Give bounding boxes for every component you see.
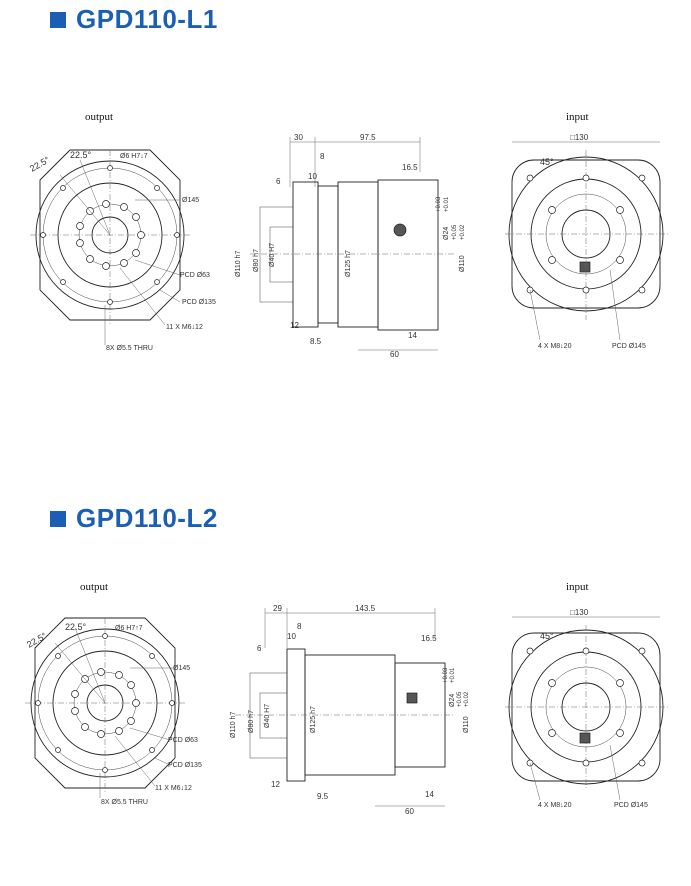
- dim-pcd63: PCD Ø63: [180, 272, 210, 279]
- dim-hole-top: Ø6 H7↑7: [115, 625, 143, 632]
- clamp-screw: [406, 692, 418, 704]
- dim-97-5: 97.5: [360, 133, 376, 142]
- dim-h125: Ø125 h7: [310, 706, 317, 733]
- dim-sq130: □130: [570, 133, 589, 142]
- dim-8: 8: [320, 152, 325, 161]
- dim-thru: 8X Ø5.5 THRU: [101, 799, 148, 806]
- dim-m8: 4 X M8↓20: [538, 343, 572, 350]
- dim-sq130: □130: [570, 608, 589, 617]
- dim-10: 10: [308, 172, 317, 181]
- angle-label-b: 22.5°: [65, 622, 87, 632]
- keyway: [579, 732, 591, 744]
- angle-label-a: 22.5°: [28, 154, 52, 173]
- dim-tapped: 11 X M6↓12: [166, 324, 203, 331]
- side-section-view: 30 97.5 8 10 6 16.5 Ø110 h7 Ø80 h7 Ø40 H…: [235, 133, 466, 359]
- output-shaft-flange: [292, 181, 319, 328]
- input-flange-view: □130 45° 4 X M8↓20 PCD Ø145: [505, 608, 668, 809]
- dim-30: 29: [273, 604, 282, 613]
- dim-hole-top: Ø6 H7↓7: [120, 153, 148, 160]
- angle-45: 45°: [540, 631, 554, 641]
- angle-label-b: 22.5°: [70, 150, 92, 160]
- dim-8-5: 9.5: [317, 792, 329, 801]
- input-view-label: input: [566, 111, 589, 123]
- thru-holes: [40, 165, 180, 305]
- keyway: [579, 261, 591, 273]
- output-spigot: [259, 206, 294, 303]
- output-bore: [269, 226, 294, 283]
- dim-pcd145: PCD Ø145: [614, 802, 648, 809]
- output-flange-view: 22.5° 22.5° Ø6 H7↓7 Ø145 PCD Ø63 PCD Ø13…: [28, 149, 216, 352]
- input-flange-view: □130 45° 4 X M8↓20 PCD Ø145: [505, 133, 668, 350]
- dim-60: 60: [405, 807, 414, 816]
- section-title-text: GPD110-L1: [76, 4, 218, 34]
- tol-002: +0.02: [464, 691, 470, 707]
- dim-10: 10: [287, 632, 296, 641]
- output-bore: [259, 692, 288, 739]
- tol-003: +0.03: [436, 196, 442, 212]
- output-flange-view: 22.5° 22.5° Ø6 H7↑7 Ø145 PCD Ø63 PCD Ø13…: [25, 617, 202, 806]
- dim-d110b: Ø110: [459, 255, 466, 272]
- output-view-label: output: [80, 581, 109, 593]
- dim-tapped: 11 X M6↓12: [155, 785, 192, 792]
- section-title-l1: GPD110-L1: [50, 4, 218, 35]
- title-square-icon: [50, 510, 66, 527]
- section-title-l2: GPD110-L2: [50, 503, 218, 534]
- dim-h80: Ø80 h7: [253, 249, 260, 272]
- dim-h40: Ø40 H7: [269, 243, 276, 267]
- dim-12: 12: [271, 780, 280, 789]
- dim-14: 14: [425, 790, 434, 799]
- housing: [337, 181, 379, 328]
- dim-8: 8: [297, 622, 302, 631]
- bolt-holes: [526, 174, 646, 294]
- dim-8-5: 8.5: [310, 337, 322, 346]
- thru-holes: [35, 633, 175, 773]
- dim-d24: Ø24: [443, 227, 450, 240]
- clamp-screw: [393, 223, 407, 237]
- flange-outline: [39, 149, 181, 321]
- dim-d110b: Ø110: [463, 716, 470, 733]
- dim-30: 30: [294, 133, 303, 142]
- dim-h110: Ø110 h7: [230, 712, 237, 738]
- dim-d24: Ø24: [449, 694, 456, 707]
- side-section-view: 29 143.5 8 10 6 16.5 Ø110 h7 Ø80 h7 Ø40 …: [230, 604, 470, 816]
- dim-14: 14: [408, 331, 417, 340]
- section-title-text: GPD110-L2: [76, 503, 218, 533]
- dim-h40: Ø40 H7: [264, 704, 271, 728]
- tol-002: +0.02: [460, 224, 466, 240]
- tol-003: +0.03: [443, 667, 449, 683]
- dim-pcd135: PCD Ø135: [168, 762, 202, 769]
- tol-005: +0.05: [452, 224, 458, 240]
- dim-thru: 8X Ø5.5 THRU: [106, 345, 153, 352]
- dim-h80: Ø80 h7: [248, 710, 255, 733]
- dim-6: 6: [257, 644, 262, 653]
- tol-001: +0.01: [444, 196, 450, 212]
- dim-h125: Ø125 h7: [345, 250, 352, 277]
- dim-d145: Ø145: [173, 665, 190, 672]
- bolt-holes: [526, 647, 646, 767]
- dim-97-5: 143.5: [355, 604, 376, 613]
- dim-pcd63: PCD Ø63: [168, 737, 198, 744]
- dim-16-5: 16.5: [402, 163, 418, 172]
- dim-12: 12: [290, 321, 299, 330]
- flange-outline: [34, 617, 176, 789]
- input-view-label: input: [566, 581, 589, 593]
- tol-005: +0.05: [457, 691, 463, 707]
- dim-h110: Ø110 h7: [235, 251, 242, 277]
- angle-45: 45°: [540, 157, 554, 167]
- mount-flange: [317, 185, 339, 324]
- dim-16-5: 16.5: [421, 634, 437, 643]
- tol-001: +0.01: [450, 667, 456, 683]
- dim-d145: Ø145: [182, 197, 199, 204]
- dim-pcd135: PCD Ø135: [182, 299, 216, 306]
- input-housing: [377, 179, 439, 331]
- dim-pcd145: PCD Ø145: [612, 343, 646, 350]
- dim-m8: 4 X M8↓20: [538, 802, 572, 809]
- output-view-label: output: [85, 111, 114, 123]
- dim-6: 6: [276, 177, 281, 186]
- title-square-icon: [50, 11, 66, 28]
- dim-60: 60: [390, 350, 399, 359]
